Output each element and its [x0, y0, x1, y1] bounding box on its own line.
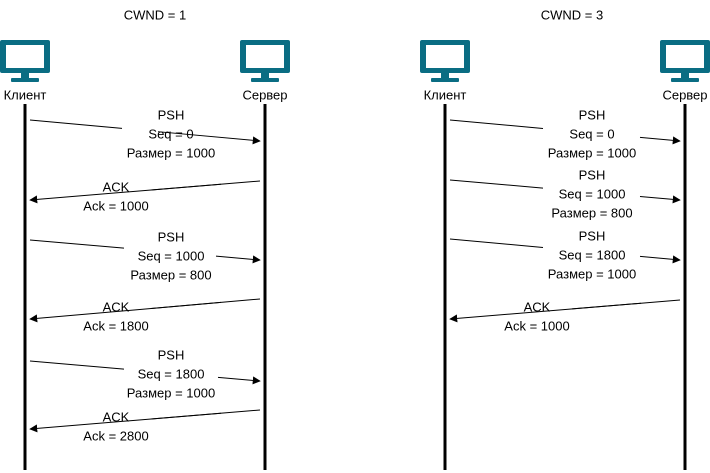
arrow-line — [29, 239, 125, 249]
message-label-line: ACK — [103, 409, 130, 424]
message-label-line: Seq = 1000 — [559, 186, 626, 201]
message-label-line: PSH — [579, 228, 606, 243]
message-label-line: Размер = 1000 — [548, 145, 636, 160]
client-label: Клиент — [4, 87, 47, 102]
server-label: Сервер — [662, 87, 707, 102]
arrow-line — [449, 119, 544, 129]
message-label-line: Размер = 800 — [551, 205, 632, 220]
message-label-line: ACK — [103, 299, 130, 314]
arrow-line — [449, 179, 544, 189]
arrow-line — [29, 360, 125, 370]
message-label-line: Ack = 1800 — [83, 318, 148, 333]
message-label-line: Seq = 0 — [148, 126, 193, 141]
arrowhead-icon — [639, 255, 681, 264]
message-label-line: PSH — [158, 107, 185, 122]
message-arrow: ACK Ack = 2800 — [29, 409, 261, 443]
message-label-line: Ack = 1000 — [504, 318, 569, 333]
message-label-line: Seq = 0 — [569, 126, 614, 141]
message-label-line: PSH — [579, 107, 606, 122]
message-label-line: ACK — [524, 299, 551, 314]
message-arrow: PSH Seq = 0 Размер = 1000 — [29, 107, 261, 160]
message-label-line: Размер = 1000 — [127, 385, 215, 400]
message-label-line: PSH — [158, 229, 185, 244]
arrowhead-icon — [29, 301, 222, 323]
arrowhead-icon — [449, 302, 642, 323]
server-monitor-icon — [240, 40, 290, 82]
message-label-line: Ack = 1000 — [83, 198, 148, 213]
client-monitor-icon — [420, 40, 470, 82]
message-label-line: PSH — [579, 167, 606, 182]
message-label-line: Seq = 1800 — [559, 247, 626, 262]
arrow-line — [449, 238, 544, 248]
server-label: Сервер — [242, 87, 287, 102]
message-label-line: Seq = 1800 — [138, 366, 205, 381]
message-label-line: Размер = 1000 — [127, 145, 215, 160]
arrowhead-icon — [217, 376, 261, 385]
arrowhead-icon — [29, 183, 222, 204]
arrowhead-icon — [157, 131, 261, 145]
message-label-line: Размер = 800 — [130, 267, 211, 282]
message-label-line: Размер = 1000 — [548, 266, 636, 281]
arrowhead-icon — [29, 412, 222, 433]
client-label: Клиент — [424, 87, 467, 102]
message-arrow: ACK Ack = 1000 — [449, 299, 681, 333]
arrow-line — [29, 119, 123, 129]
panel-title: CWND = 3 — [541, 7, 603, 22]
server-monitor-icon — [660, 40, 710, 82]
message-label-line: PSH — [158, 347, 185, 362]
arrowhead-icon — [639, 136, 681, 145]
message-label-line: Ack = 2800 — [83, 428, 148, 443]
client-monitor-icon — [0, 40, 50, 82]
panel-title: CWND = 1 — [124, 7, 186, 22]
message-label-line: Seq = 1000 — [138, 248, 205, 263]
message-label-line: ACK — [103, 179, 130, 194]
arrowhead-icon — [215, 255, 261, 264]
message-arrow: PSH Seq = 0 Размер = 1000 — [449, 107, 681, 160]
message-arrow: ACK Ack = 1000 — [29, 179, 261, 213]
message-arrow: ACK Ack = 1800 — [29, 298, 261, 333]
arrowhead-icon — [639, 195, 681, 204]
